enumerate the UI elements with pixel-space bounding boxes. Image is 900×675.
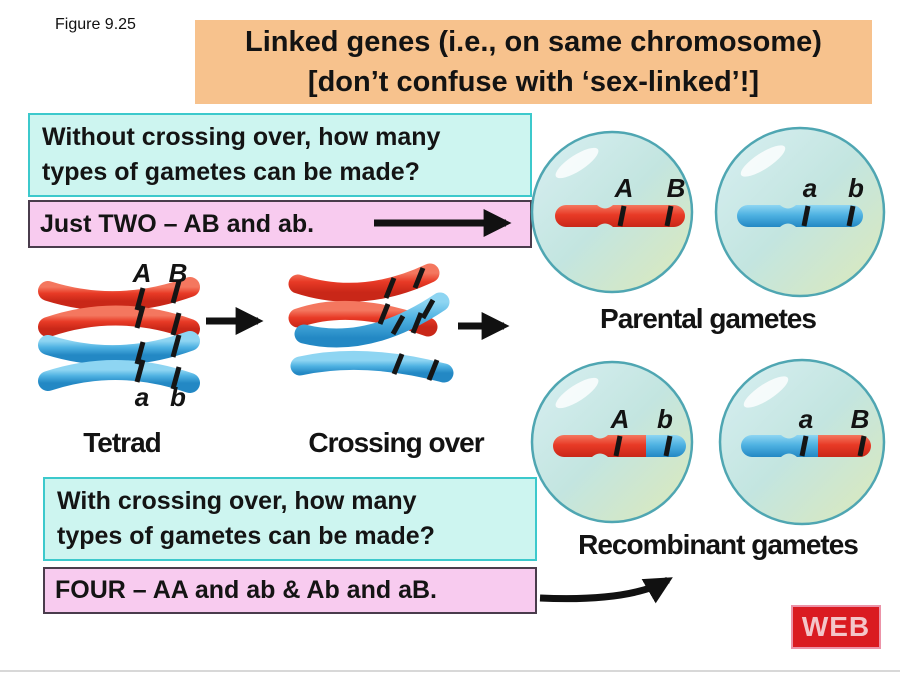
crossing-band-marks [377, 267, 440, 381]
allele-label-A: A [132, 258, 152, 288]
answer-box-two-gametes: Just TWO – AB and ab. [28, 200, 532, 248]
parental1-band-marks [617, 205, 674, 227]
tetrad-diagram: A B a b Tetrad [38, 258, 200, 458]
allele-label-a: a [135, 382, 149, 412]
figure-label: Figure 9.25 [55, 16, 136, 33]
blue-chromosome-tip [646, 435, 686, 457]
allele-label-a: a [799, 404, 813, 434]
answer-box-four-gametes: FOUR – AA and ab & Ab and aB. [43, 567, 537, 614]
cell-shine [555, 377, 599, 409]
blue-chromatid [290, 350, 454, 383]
red-chromosome-AB [555, 205, 685, 227]
allele-label-B: B [667, 173, 686, 203]
allele-label-b: b [170, 382, 186, 412]
blue-chromosome-segment [741, 435, 818, 457]
red-chromosome-segment [553, 435, 646, 457]
red-chromatid [288, 263, 440, 302]
blue-chromatid [38, 359, 200, 393]
parental2-band-marks [801, 205, 856, 227]
recombinant2-band-marks [799, 435, 867, 457]
cell-shine [740, 145, 786, 177]
title-banner: Linked genes (i.e., on same chromosome) … [195, 20, 872, 104]
blue-chromosome-ab [737, 205, 863, 227]
allele-label-B: B [169, 258, 188, 288]
recombinant-gametes: A b a B Recombinant gametes [530, 358, 886, 560]
blue-chromatid [38, 331, 200, 366]
cell-shine [743, 376, 789, 408]
red-chromatid [38, 305, 200, 339]
recombinant-gametes-label: Recombinant gametes [578, 529, 858, 560]
recombinant1-band-marks [613, 435, 673, 457]
parental-gametes-label: Parental gametes [600, 303, 816, 334]
tetrad-label: Tetrad [83, 427, 161, 458]
blue-chromatid-crossing [294, 292, 450, 348]
red-chromatid-crossing [288, 300, 438, 337]
gamete-cell [718, 358, 886, 526]
parental-gametes: A B a b Parental gametes [530, 126, 886, 334]
red-chromosome-tip [818, 435, 871, 457]
web-button[interactable]: WEB [791, 605, 881, 649]
allele-label-A: A [614, 173, 634, 203]
tetrad-band-marks [134, 280, 182, 390]
cell-shine [555, 147, 599, 179]
allele-label-b: b [848, 173, 864, 203]
crossing-over-diagram: Crossing over [288, 263, 486, 458]
arrow-answer2-to-recombinant [539, 576, 673, 604]
allele-label-B: B [851, 404, 870, 434]
gamete-cell [530, 360, 694, 524]
gamete-cell [714, 126, 886, 298]
question-box-without-crossing: Without crossing over, how many types of… [28, 113, 532, 197]
gamete-cell [530, 130, 694, 294]
allele-label-a: a [803, 173, 817, 203]
question-box-with-crossing: With crossing over, how many types of ga… [43, 477, 537, 561]
crossing-over-label: Crossing over [308, 427, 484, 458]
red-chromatid [38, 277, 200, 312]
bottom-divider [0, 670, 900, 672]
allele-label-b: b [657, 404, 673, 434]
allele-label-A: A [610, 404, 630, 434]
